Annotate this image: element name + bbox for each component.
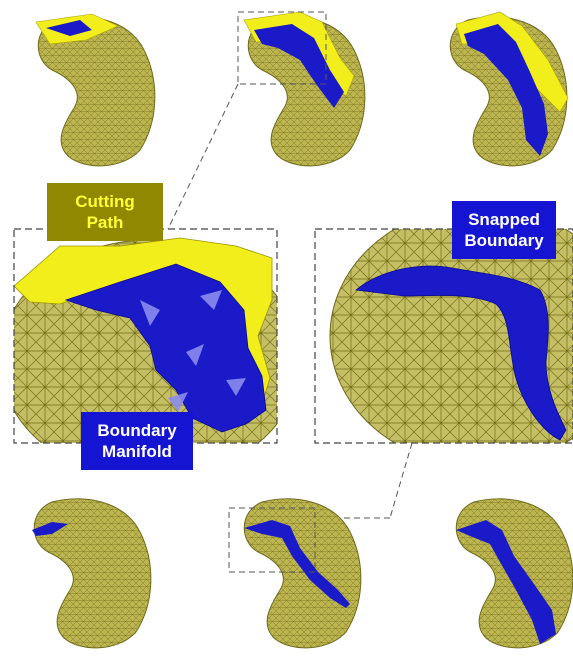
top-row — [35, 11, 569, 167]
inset-snapped-boundary — [314, 228, 573, 444]
snapped-boundary — [456, 520, 556, 644]
boundary-manifold — [64, 263, 267, 433]
connector-line-top — [167, 83, 239, 230]
cutting-path-label: Cutting Path — [47, 183, 163, 241]
inset-frame-right — [314, 228, 573, 444]
connector-line-bottom-left — [389, 442, 413, 519]
snapped-boundary — [244, 520, 350, 608]
boundary-manifold-label: Boundary Manifold — [81, 412, 193, 470]
bottom-row — [32, 498, 573, 649]
boundary-manifold-patch — [464, 24, 548, 156]
mesh-thumbnail-top-1 — [35, 13, 156, 167]
inset-boundary-manifold — [13, 228, 278, 444]
mesh-thumbnail-bottom-2 — [243, 498, 362, 649]
mesh-thumbnail-top-3 — [449, 11, 569, 167]
mesh-thumbnail-bottom-3 — [455, 498, 573, 649]
mesh-thumbnail-bottom-1 — [32, 498, 152, 649]
zoom-region-box-bottom — [228, 507, 316, 573]
mesh-thumbnail-top-2 — [243, 11, 366, 167]
snapped-boundary — [355, 265, 567, 441]
snapped-boundary-label: Snapped Boundary — [452, 201, 556, 259]
boundary-manifold-patch — [254, 24, 344, 108]
boundary-manifold-patch — [46, 20, 92, 36]
zoom-region-box-top — [237, 11, 327, 85]
snapped-boundary — [32, 522, 68, 536]
